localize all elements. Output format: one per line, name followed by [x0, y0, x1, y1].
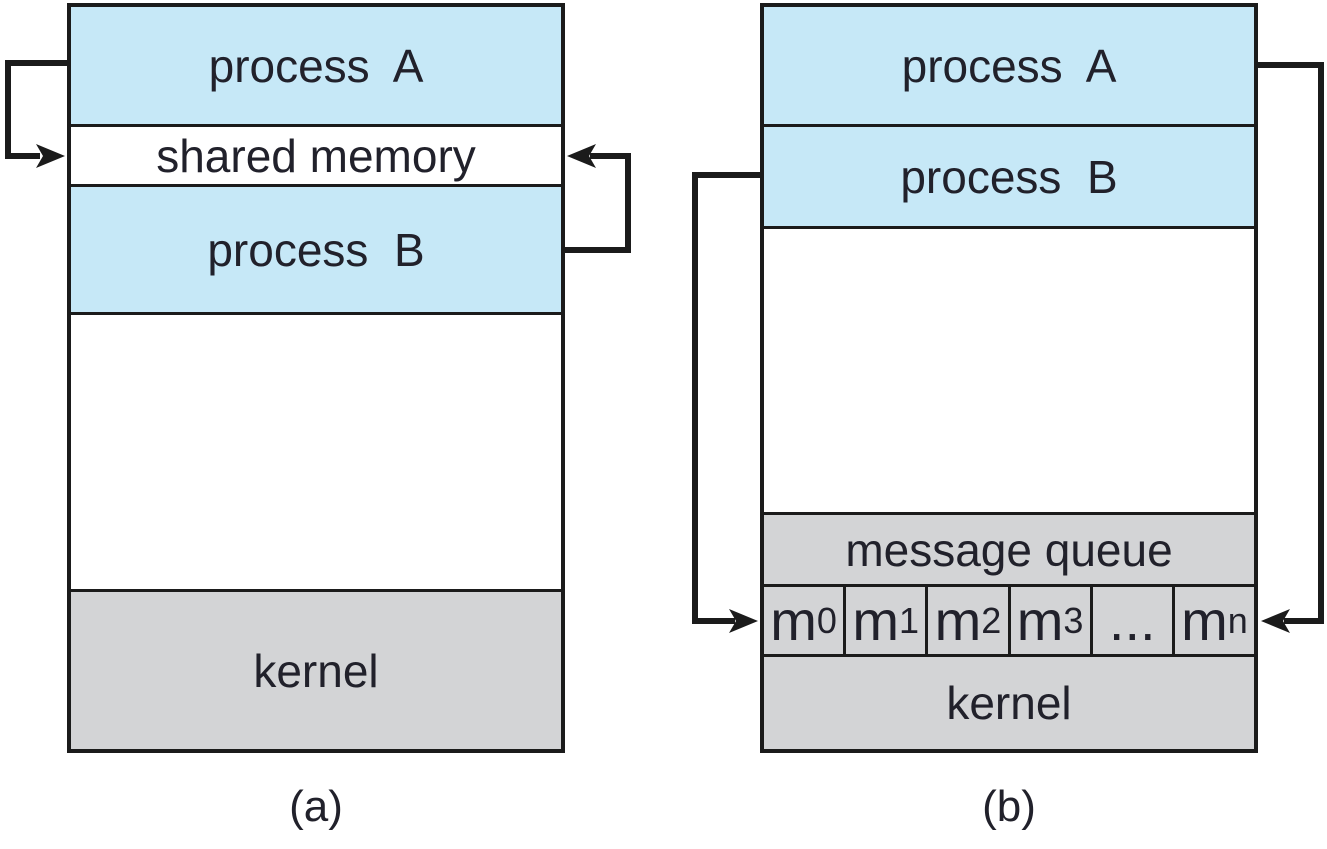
message-cell-label: m — [934, 588, 982, 652]
message-cell-subscript: 3 — [1063, 599, 1084, 641]
panel-a-memory-box: process A shared memory process B kernel — [67, 3, 565, 753]
band-process-b: process B — [71, 187, 561, 315]
kernel-label: kernel — [253, 644, 379, 697]
arrow-process-b-to-shared-memory — [565, 144, 631, 253]
message-cell-label: ... — [1108, 588, 1156, 652]
message-cell-subscript: 1 — [899, 599, 920, 641]
process-a-label: process A — [901, 39, 1117, 92]
message-cell-subscript: 0 — [816, 599, 837, 641]
shared-memory-label: shared memory — [156, 129, 476, 182]
band-kernel: kernel — [764, 657, 1254, 749]
process-a-label: process A — [208, 39, 424, 92]
band-shared-memory: shared memory — [71, 127, 561, 187]
message-cell-label: m — [852, 588, 900, 652]
message-cell-ellipsis: ... — [1089, 587, 1172, 654]
kernel-label: kernel — [946, 677, 1072, 729]
message-cell-label: m — [1016, 588, 1064, 652]
band-message-queue: message queue — [764, 515, 1254, 587]
process-b-label: process B — [207, 223, 425, 276]
message-cell-label: m — [1181, 588, 1228, 652]
message-cell-subscript: 2 — [981, 599, 1002, 641]
arrowhead-right-icon — [729, 609, 758, 633]
band-empty-space — [764, 229, 1254, 515]
message-queue-label: message queue — [845, 523, 1173, 576]
caption-b: (b) — [982, 782, 1036, 831]
band-kernel: kernel — [71, 592, 561, 749]
caption-a: (a) — [289, 782, 343, 831]
arrow-process-a-to-message-queue — [1258, 62, 1324, 633]
message-cell-subscript: n — [1227, 599, 1248, 641]
arrowhead-right-icon — [36, 144, 65, 168]
process-b-label: process B — [900, 150, 1118, 203]
band-process-a: process A — [71, 7, 561, 127]
band-empty-space — [71, 315, 561, 592]
arrowhead-left-icon — [567, 144, 596, 168]
message-cell-label: m — [770, 588, 817, 652]
arrow-process-a-to-shared-memory — [5, 60, 67, 168]
band-process-b: process B — [764, 127, 1254, 229]
arrow-process-b-to-message-queue — [692, 172, 760, 633]
arrowhead-left-icon — [1261, 609, 1290, 633]
band-process-a: process A — [764, 7, 1254, 127]
